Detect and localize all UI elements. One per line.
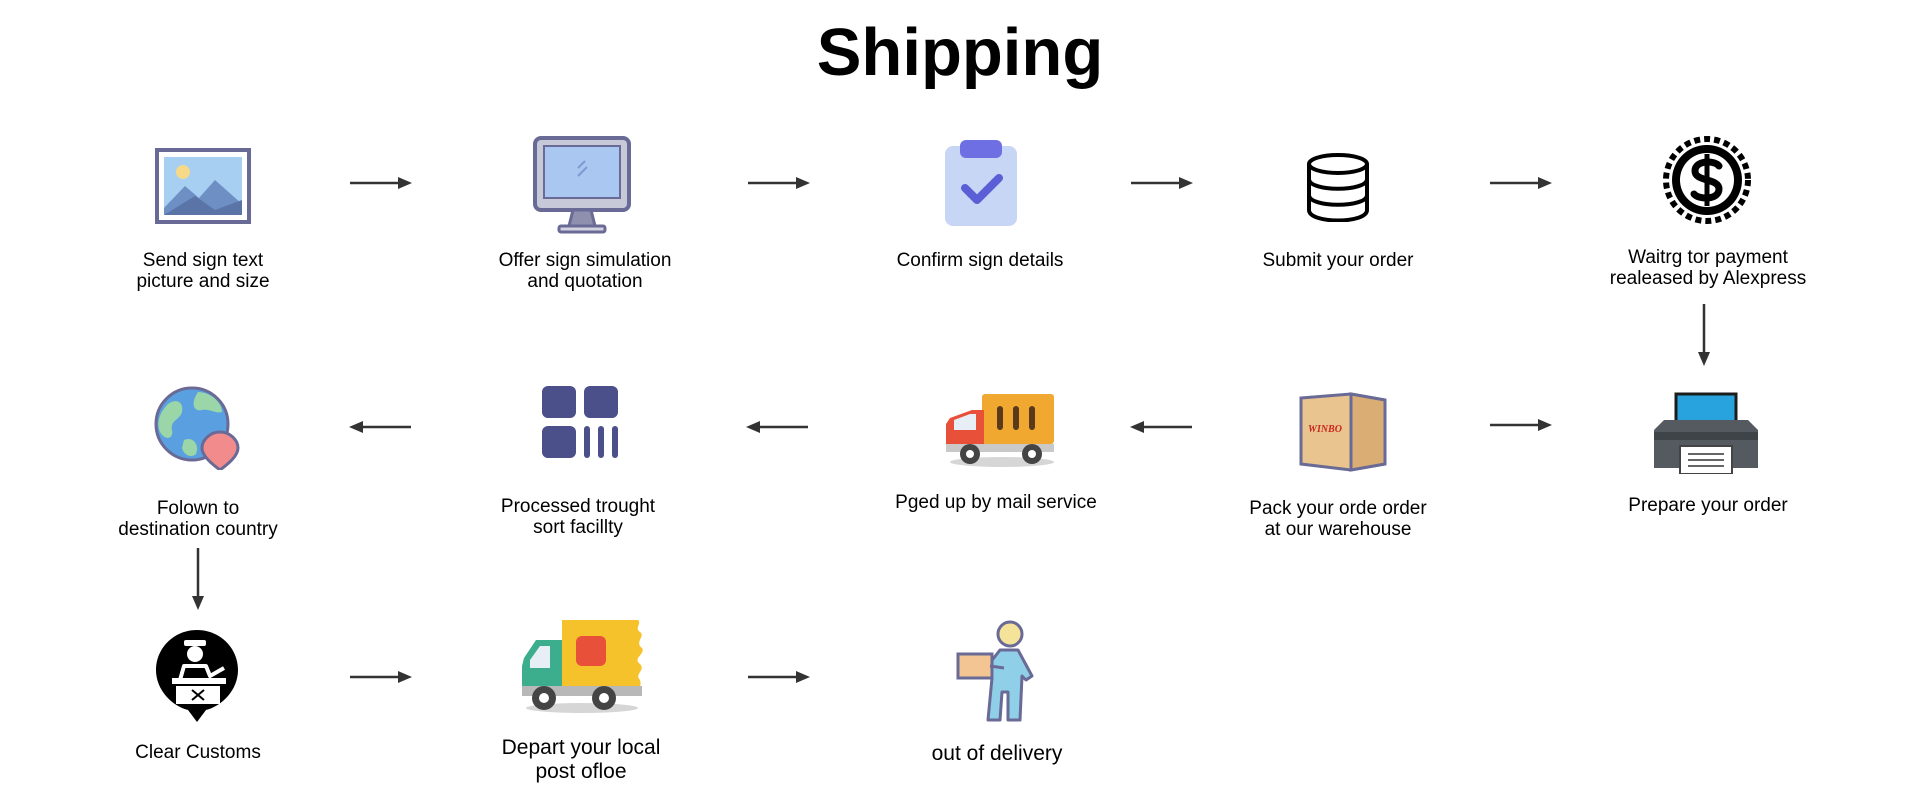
arrow-right — [1490, 418, 1552, 432]
step-label: Prepare your order — [1628, 495, 1788, 516]
dollar-badge-icon — [1663, 136, 1751, 224]
truck-icon — [944, 392, 1056, 468]
globe-pin-icon — [154, 386, 240, 470]
delivery-van-icon — [520, 616, 648, 714]
arrow-right — [350, 670, 412, 684]
page-title: Shipping — [816, 15, 1104, 90]
step-label: Clear Customs — [135, 742, 261, 763]
arrow-right — [748, 176, 810, 190]
clipboard-check-icon — [943, 140, 1019, 228]
box-icon: WINBO — [1297, 390, 1389, 472]
box-logo-text: WINBO — [1308, 424, 1342, 435]
printer-icon — [1650, 392, 1762, 474]
step-label: Submit your order — [1262, 250, 1414, 271]
arrow-right — [1131, 176, 1193, 190]
step-label: out of delivery — [931, 742, 1063, 765]
sort-grid-icon — [540, 384, 620, 460]
monitor-icon — [533, 136, 631, 236]
arrow-right — [1490, 176, 1552, 190]
courier-icon — [956, 618, 1040, 722]
arrow-right — [350, 176, 412, 190]
arrow-left — [746, 420, 808, 434]
picture-icon — [155, 148, 251, 224]
step-label: Pged up by mail service — [895, 492, 1097, 513]
database-icon — [1305, 152, 1371, 222]
step-label: Confirm sign details — [896, 250, 1064, 271]
arrow-down — [1697, 304, 1711, 366]
customs-officer-icon — [154, 628, 240, 724]
arrow-left — [349, 420, 411, 434]
arrow-down — [191, 548, 205, 610]
arrow-left — [1130, 420, 1192, 434]
arrow-right — [748, 670, 810, 684]
